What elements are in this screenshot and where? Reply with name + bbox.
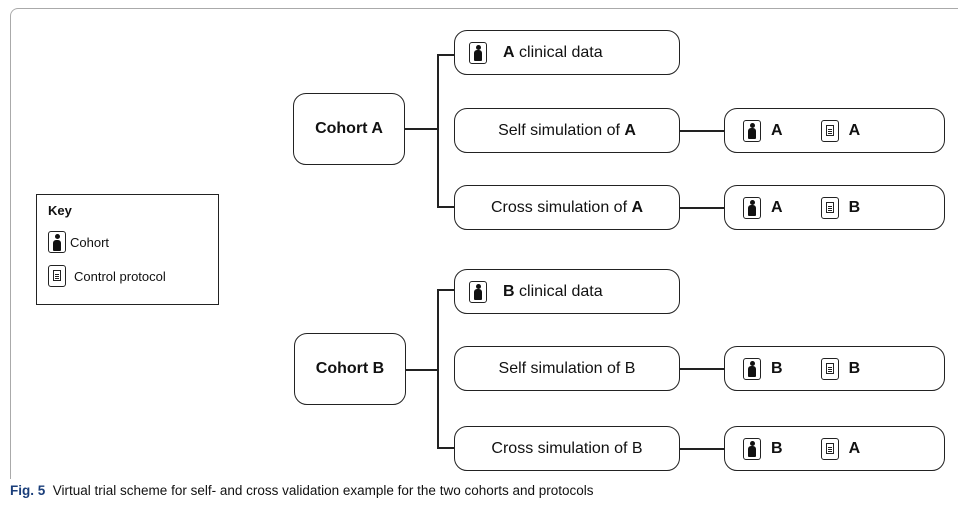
connector [405, 128, 438, 130]
cohort-a-cross-pair-box: A B [724, 185, 945, 230]
connector [680, 368, 724, 370]
document-icon [820, 357, 839, 380]
cohort-a-self-simulation-box: Self simulation of A [454, 108, 680, 153]
pair-protocol-label: A [848, 121, 861, 139]
cohort-b-cross-pair-box: B A [724, 426, 945, 471]
cohort-b-label: Cohort B [315, 360, 385, 377]
pair-cohort-label: A [771, 198, 783, 216]
key-item-label: Cohort [70, 234, 110, 250]
cohort-b-cross-simulation-box: Cross simulation of B [454, 426, 680, 471]
cohort-b-clinical-data-box: B clinical data [454, 269, 680, 314]
cohort-b-box: Cohort B [294, 333, 406, 405]
connector [437, 54, 439, 207]
self-simulation-text: Self simulation of [498, 121, 625, 139]
figure-frame [10, 8, 958, 479]
pair-cohort-label: A [771, 121, 783, 139]
cohort-a-label: Cohort A [315, 120, 383, 137]
caption-text: Virtual trial scheme for self- and cross… [45, 483, 594, 498]
self-simulation-letter: A [624, 121, 636, 139]
key-item-label: Control protocol [74, 268, 166, 284]
cross-simulation-letter: A [631, 198, 644, 216]
key-item-cohort: Cohort [48, 231, 109, 253]
pair-protocol-label: B [848, 198, 861, 216]
pair-protocol-label: B [848, 359, 861, 377]
person-icon [469, 41, 487, 64]
figure-number: Fig. 5 [10, 483, 46, 498]
person-icon [743, 437, 761, 460]
cohort-a-self-pair-box: A A [724, 108, 945, 153]
connector [437, 206, 454, 208]
cohort-b-self-pair-box: B B [724, 346, 945, 391]
key-title: Key [48, 203, 72, 218]
person-icon [743, 119, 761, 142]
cohort-a-clinical-data-box: A clinical data [454, 30, 680, 75]
connector [680, 130, 724, 132]
figure-caption: Fig. 5 Virtual trial scheme for self- an… [10, 483, 594, 498]
document-icon [820, 437, 839, 460]
clinical-letter: A [503, 43, 515, 61]
cross-simulation-text: Cross simulation of [490, 198, 632, 216]
connector [437, 289, 439, 448]
clinical-letter: B [503, 282, 515, 300]
document-icon [820, 196, 839, 219]
connector [437, 54, 454, 56]
connector [437, 289, 454, 291]
clinical-text: clinical data [514, 43, 603, 61]
connector [680, 207, 724, 209]
cohort-a-box: Cohort A [293, 93, 405, 165]
cohort-b-self-simulation-box: Self simulation of B [454, 346, 680, 391]
cross-simulation-text: Cross simulation of B [491, 439, 643, 457]
connector [437, 447, 454, 449]
person-icon [743, 196, 761, 219]
connector [406, 369, 438, 371]
document-icon [820, 119, 839, 142]
key-item-control-protocol: Control protocol [48, 265, 166, 287]
pair-cohort-label: B [771, 359, 783, 377]
person-icon [743, 357, 761, 380]
connector [680, 448, 724, 450]
person-icon [469, 280, 487, 303]
pair-cohort-label: B [771, 439, 783, 457]
clinical-text: clinical data [514, 282, 603, 300]
document-icon [48, 265, 66, 287]
cohort-a-cross-simulation-box: Cross simulation of A [454, 185, 680, 230]
pair-protocol-label: A [848, 439, 861, 457]
self-simulation-text: Self simulation of B [498, 359, 636, 377]
key-legend: Key Cohort Control protocol [36, 194, 219, 305]
person-icon [48, 231, 66, 253]
